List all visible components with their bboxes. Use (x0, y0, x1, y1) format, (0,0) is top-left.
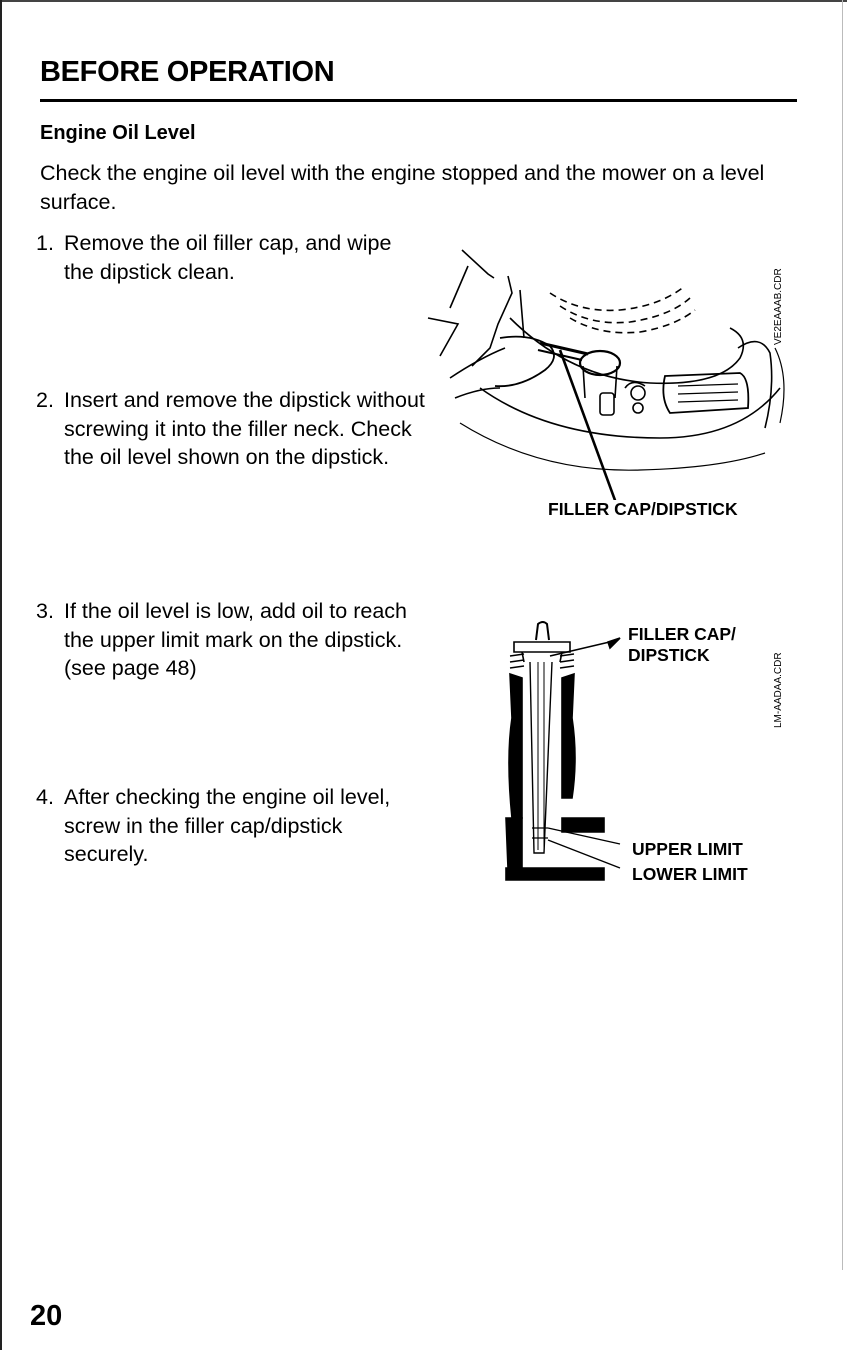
intro-text: Check the engine oil level with the engi… (40, 161, 765, 214)
filler-cap-label-line1: FILLER CAP/ (628, 624, 736, 644)
page-right-edge (842, 0, 843, 1270)
upper-limit-label: UPPER LIMIT (632, 839, 743, 859)
section-title: Engine Oil Level (40, 122, 196, 144)
dipstick-illustration (500, 618, 635, 888)
page-top-edge (0, 0, 847, 2)
lower-limit-label: LOWER LIMIT (632, 864, 748, 884)
step-number: 3. (36, 599, 54, 623)
header-rule (40, 99, 797, 102)
step-number: 2. (36, 388, 54, 412)
figure1-code: VE2EAAAB.CDR (773, 268, 784, 345)
step-text: Insert and remove the dipstick without s… (64, 388, 425, 469)
figure2-code: LM-AADAA.CDR (773, 652, 784, 728)
step-text: Remove the oil filler cap, and wipe the … (64, 231, 392, 284)
step-text: If the oil level is low, add oil to reac… (64, 599, 407, 680)
filler-cap-label: FILLER CAP/ DIPSTICK (628, 624, 736, 666)
page-header: BEFORE OPERATION (40, 56, 335, 88)
page-left-edge (0, 0, 2, 1350)
step-number: 1. (36, 231, 54, 255)
figure1-label: FILLER CAP/DIPSTICK (548, 499, 738, 519)
engine-illustration (420, 238, 800, 500)
filler-cap-label-line2: DIPSTICK (628, 645, 710, 665)
step-number: 4. (36, 785, 54, 809)
step-text: After checking the engine oil level, scr… (64, 785, 391, 866)
page-number: 20 (30, 1300, 63, 1332)
